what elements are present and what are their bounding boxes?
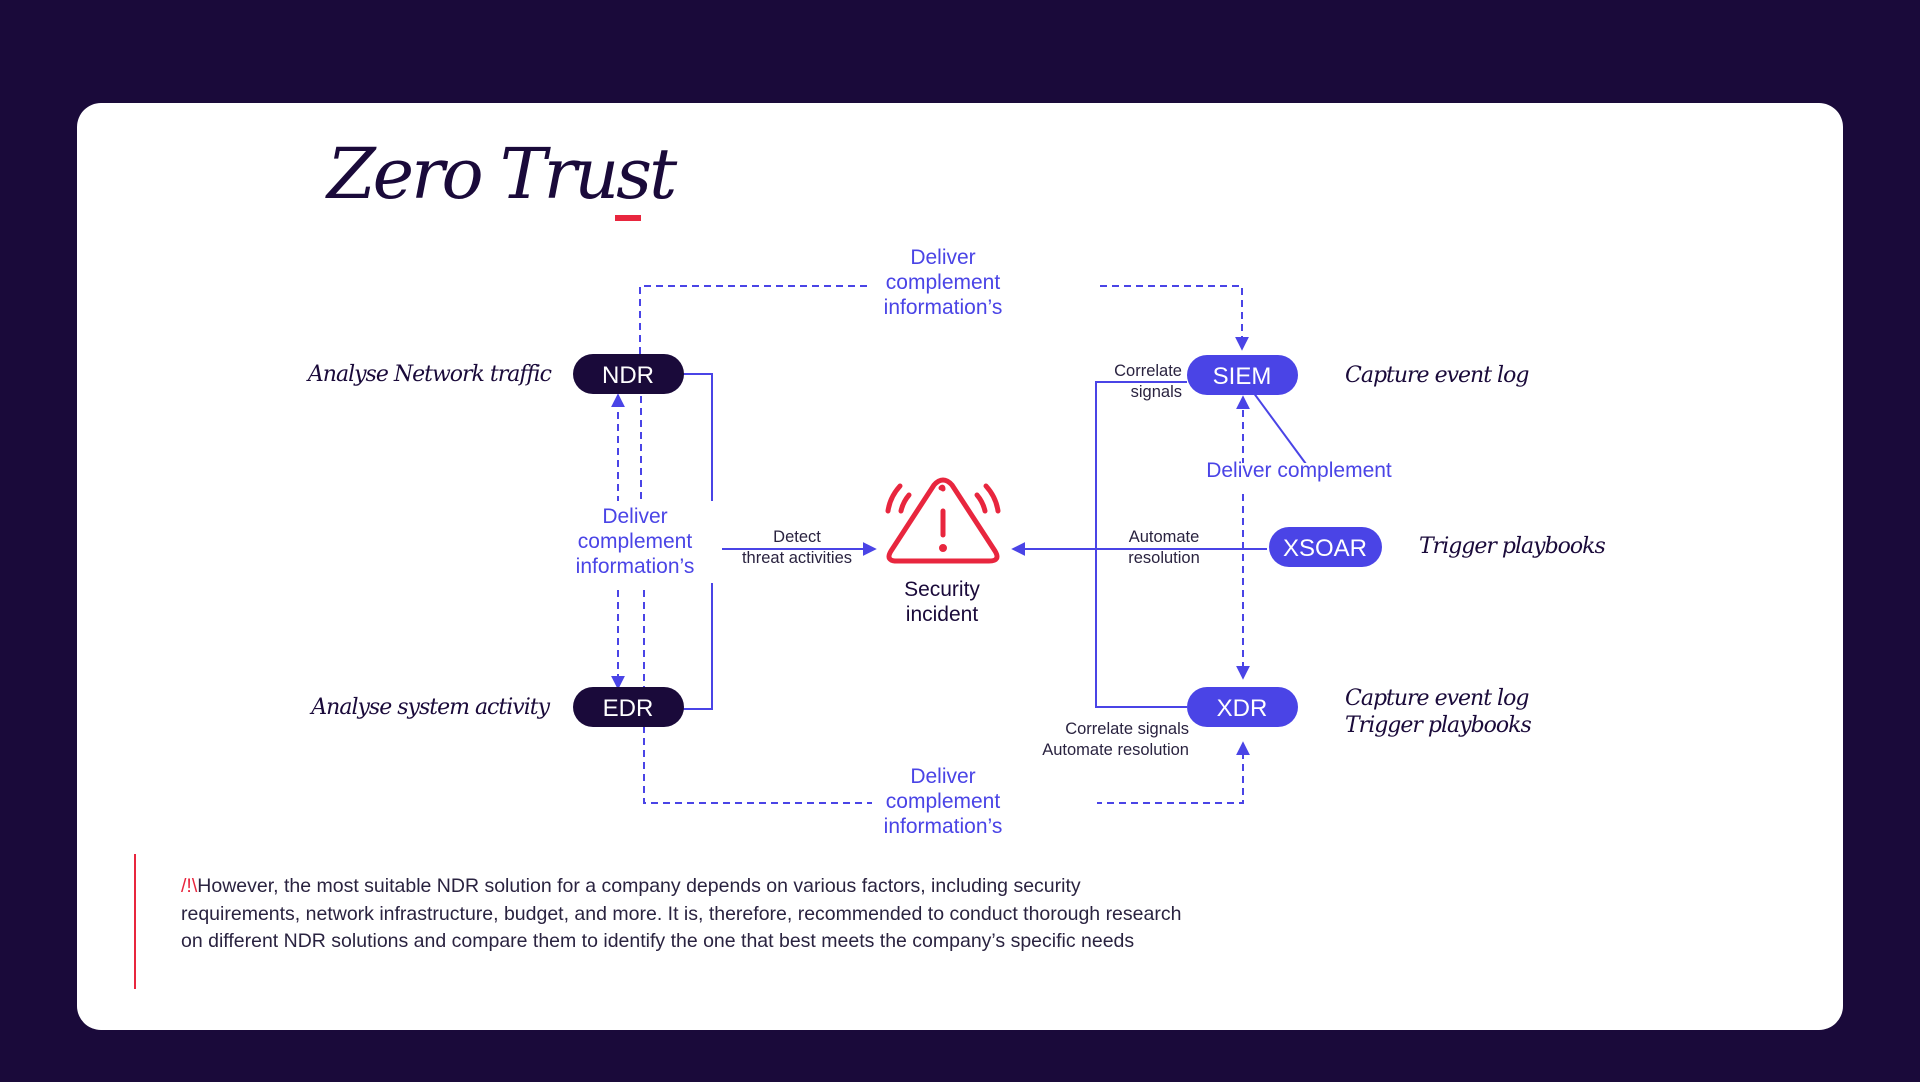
ndr-node: NDR (573, 354, 684, 394)
ndr-edr-dashed-line (640, 396, 645, 687)
siem-label: SIEM (1213, 363, 1272, 390)
xdr-label: XDR (1217, 695, 1268, 722)
page-title: Zero Trust (327, 133, 677, 215)
note-accent-bar (134, 854, 136, 989)
diagram-card: Zero Trust (77, 103, 1843, 1030)
xsoar-node: XSOAR (1269, 527, 1382, 567)
siem-xdr-bracket (1095, 381, 1187, 708)
edr-label: EDR (603, 695, 654, 722)
xsoar-description: Trigger playbooks (1419, 534, 1605, 559)
siem-description: Capture event log (1345, 363, 1529, 388)
xdr-node: XDR (1187, 687, 1298, 727)
siem-node: SIEM (1187, 355, 1298, 395)
edr-description: Analyse system activity (309, 695, 550, 720)
warning-prefix: /!\ (181, 875, 198, 897)
xsoar-label: XSOAR (1283, 535, 1367, 562)
disclaimer-note: /!\However, the most suitable NDR soluti… (181, 873, 1191, 956)
ndr-label: NDR (602, 362, 654, 389)
alarm-warning-icon (885, 477, 1001, 564)
deliver-right-label: Deliver complement (1206, 459, 1392, 482)
ndr-description: Analyse Network traffic (306, 362, 552, 387)
edr-node: EDR (573, 687, 684, 727)
title-cursor (615, 215, 641, 221)
top-dashed-connector (639, 285, 1249, 354)
note-text: However, the most suitable NDR solution … (181, 875, 1182, 952)
